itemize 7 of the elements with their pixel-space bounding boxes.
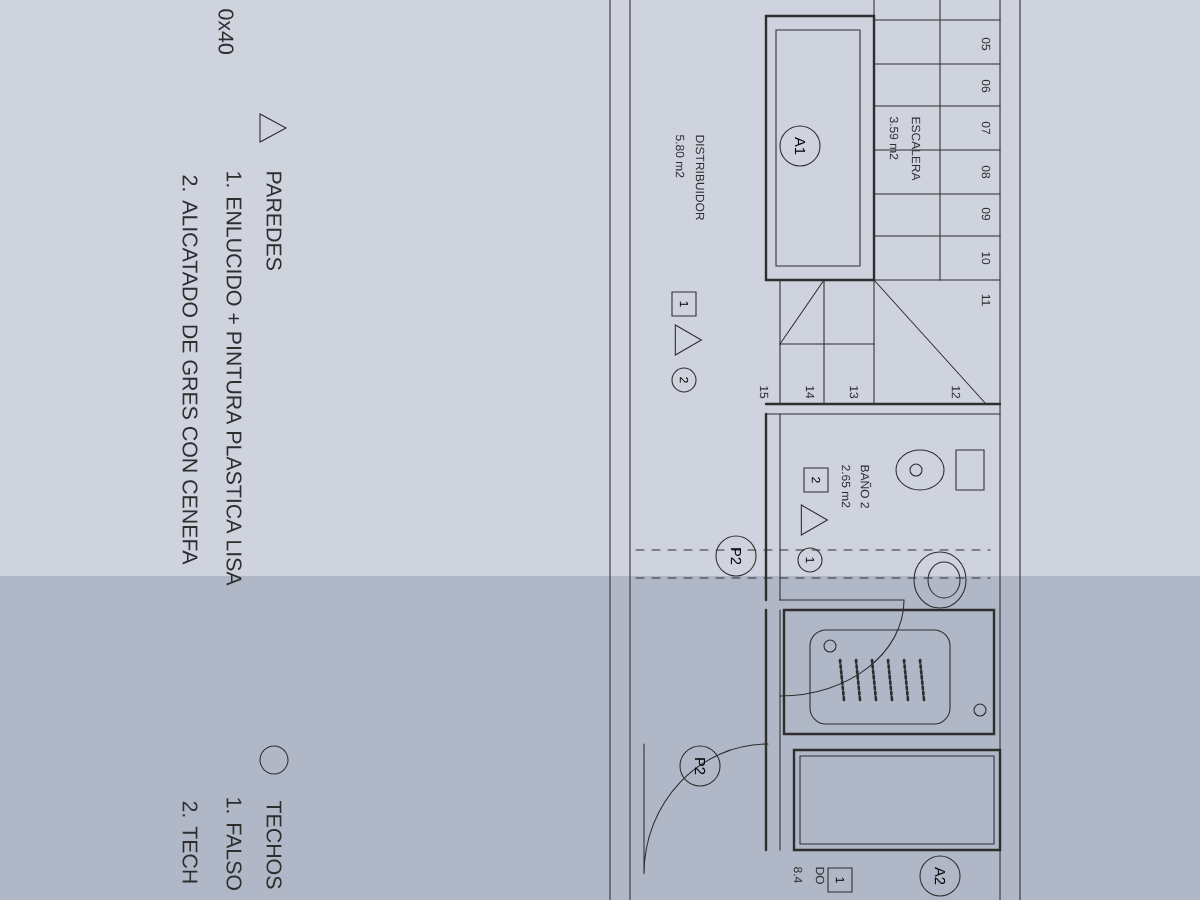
legend-text: 0x40 <box>218 9 234 54</box>
legend-text: TECHOS <box>266 801 282 889</box>
legend-text: 2. ALICATADO DE GRES CON CENEFA <box>182 175 198 565</box>
legend-text: 1. ENLUCIDO + PINTURA PLASTICA LISA <box>226 172 242 586</box>
legend-text: 2. TECH <box>182 801 198 883</box>
legend-text: 1. FALSO <box>226 798 242 890</box>
legend-text: PAREDES <box>266 172 282 270</box>
